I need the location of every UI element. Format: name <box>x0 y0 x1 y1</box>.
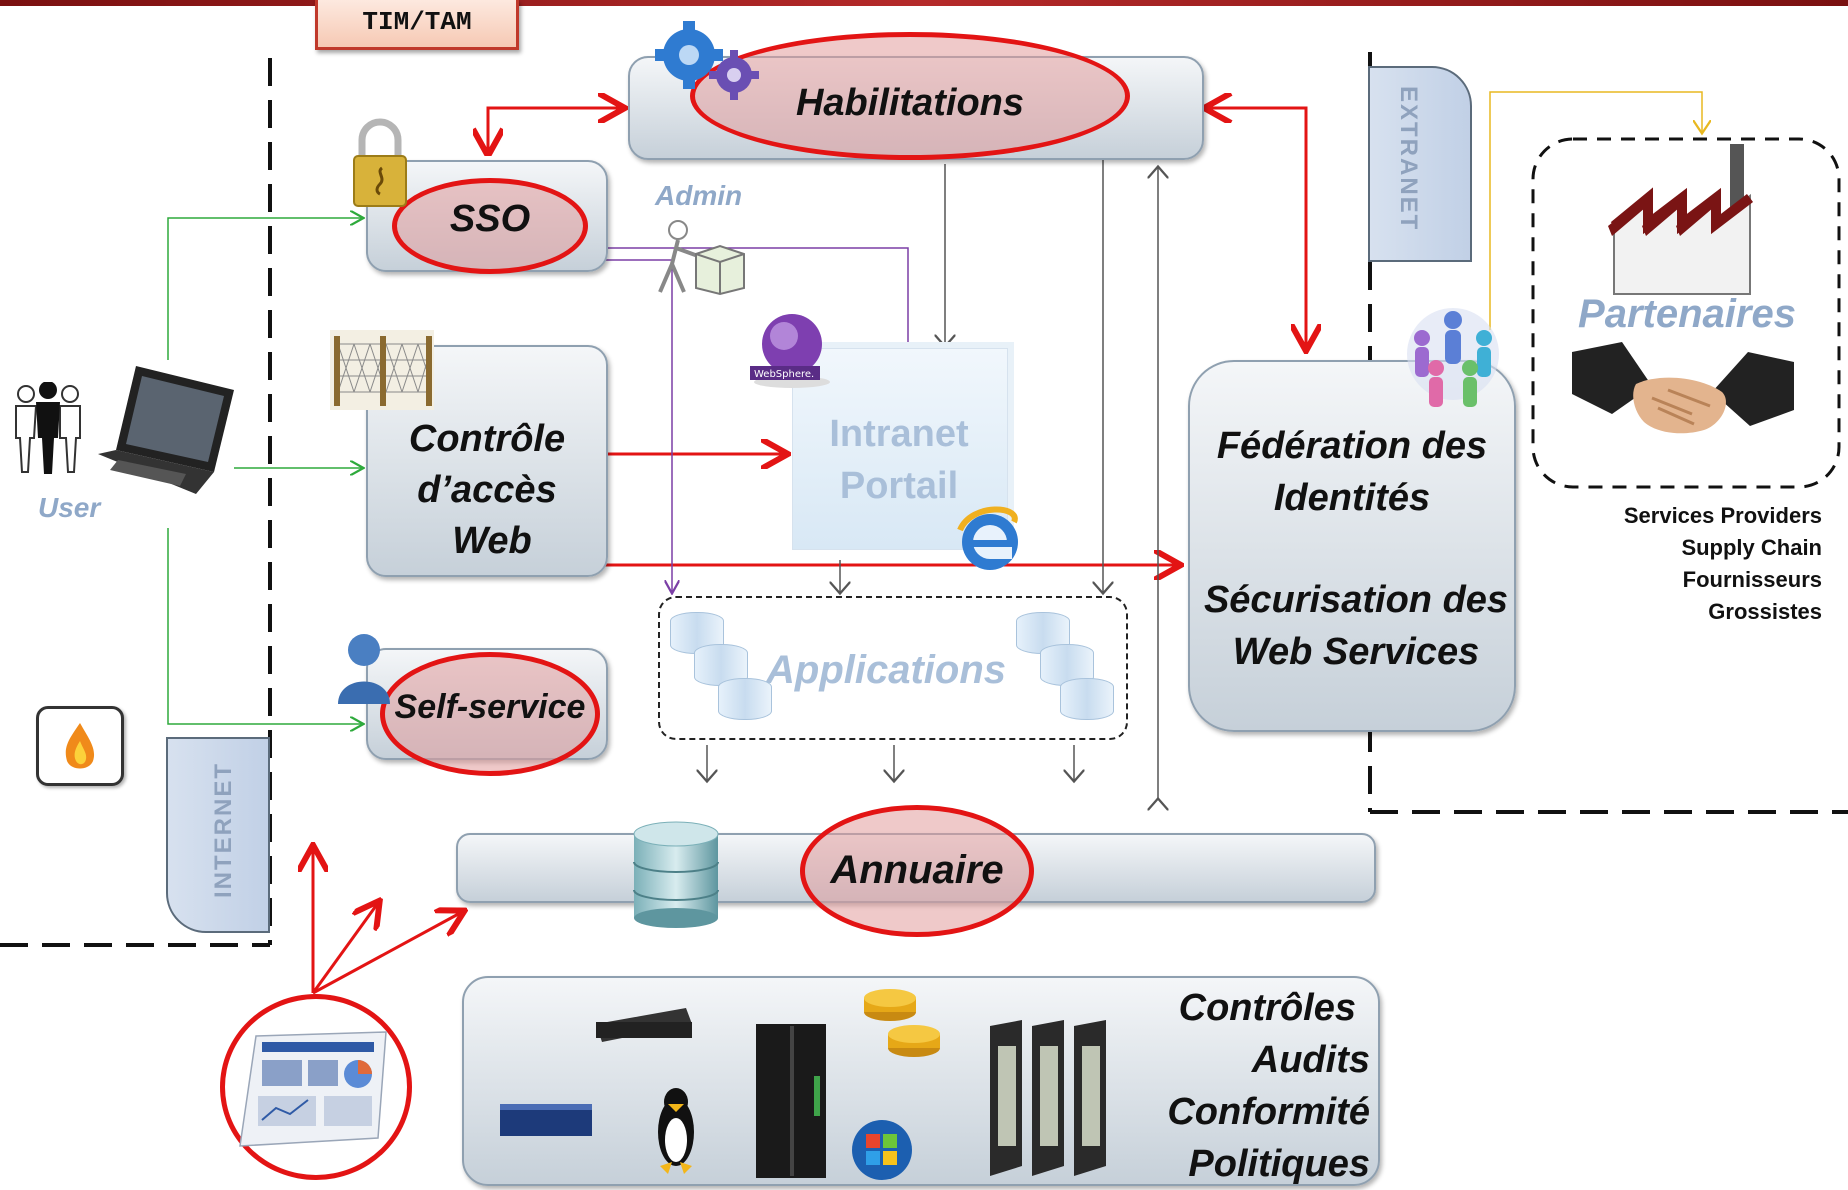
user-label: User <box>38 492 101 523</box>
control-item: Conformité <box>1167 1091 1370 1133</box>
ie-icon <box>957 506 1018 570</box>
padlock-icon <box>353 118 407 207</box>
windows-icon <box>852 1120 912 1180</box>
firewall-icon <box>36 706 124 786</box>
partner-type: Grossistes <box>1708 599 1822 624</box>
control-item: Politiques <box>1188 1143 1370 1185</box>
federation-people-icon <box>1407 308 1499 407</box>
applications-label: Applications <box>766 648 1007 692</box>
intranet-portail-label: Intranet Portail <box>792 408 1006 512</box>
blade-servers-icon <box>990 1020 1106 1176</box>
tim-tam-tag: TIM/TAM <box>315 0 519 50</box>
top-banner <box>0 0 1848 6</box>
laptop-icon <box>98 366 234 494</box>
control-item: Contrôles <box>1178 987 1356 1029</box>
websphere-text: WebSphere. <box>754 369 814 380</box>
intranet-line-2: Portail <box>839 465 959 507</box>
annuaire-label: Annuaire <box>830 848 1004 892</box>
flame-icon <box>65 723 95 769</box>
database-icon <box>633 821 719 928</box>
controle-acces-label: Contrôle d’accès Web <box>366 414 608 567</box>
users-icon <box>15 382 81 474</box>
partner-type: Supply Chain <box>1681 535 1822 560</box>
partner-type: Services Providers <box>1623 503 1822 528</box>
control-item: Audits <box>1251 1039 1370 1081</box>
securisation-line-2: Web Services <box>1232 631 1480 673</box>
securisation-label: Sécurisation des Web Services <box>1178 574 1534 678</box>
websphere-icon: WebSphere. <box>750 314 830 388</box>
applications-group <box>658 596 1128 740</box>
coins-icon <box>864 989 940 1057</box>
app-cylinder <box>1060 678 1114 720</box>
admin-label: Admin <box>655 180 743 211</box>
self-service-highlight <box>380 652 600 776</box>
internet-tab <box>166 737 270 933</box>
admin-box-icon <box>658 220 745 296</box>
extranet-tab <box>1368 66 1472 262</box>
gears-icon <box>655 21 759 100</box>
handshake-icon <box>1572 342 1794 434</box>
habilitations-label: Habilitations <box>795 82 1025 124</box>
controls-label: Contrôles Audits Conformité Politiques <box>1040 982 1370 1190</box>
controls-box <box>462 976 1380 1186</box>
app-cylinder <box>718 678 772 720</box>
federation-line-1: Fédération des <box>1216 425 1488 467</box>
securisation-line-1: Sécurisation des <box>1203 579 1509 621</box>
sso-highlight <box>392 178 588 274</box>
partner-types-list: Services Providers Supply Chain Fourniss… <box>1560 500 1822 628</box>
partner-type: Fournisseurs <box>1682 567 1822 592</box>
controle-line-3: Web <box>452 520 532 562</box>
report-icon <box>239 1031 387 1147</box>
servers-icon <box>500 989 940 1180</box>
internet-label: INTERNET <box>210 762 237 898</box>
federation-label: Fédération des Identités <box>1178 420 1526 524</box>
partenaires-label: Partenaires <box>1578 292 1796 336</box>
controle-line-2: d’accès <box>417 469 557 511</box>
annuaire-highlight <box>800 805 1034 937</box>
self-service-label: Self-service <box>394 688 586 726</box>
habilitations-highlight <box>690 32 1130 160</box>
fence-icon <box>330 330 434 410</box>
sso-label: SSO <box>449 198 531 240</box>
federation-box <box>1188 360 1516 732</box>
person-icon <box>338 634 390 704</box>
controle-line-1: Contrôle <box>408 418 566 460</box>
federation-line-2: Identités <box>1273 477 1431 519</box>
extranet-label: EXTRANET <box>1395 86 1422 232</box>
intranet-line-1: Intranet <box>829 413 969 455</box>
factory-icon <box>1608 144 1754 295</box>
linux-icon <box>658 1088 694 1174</box>
